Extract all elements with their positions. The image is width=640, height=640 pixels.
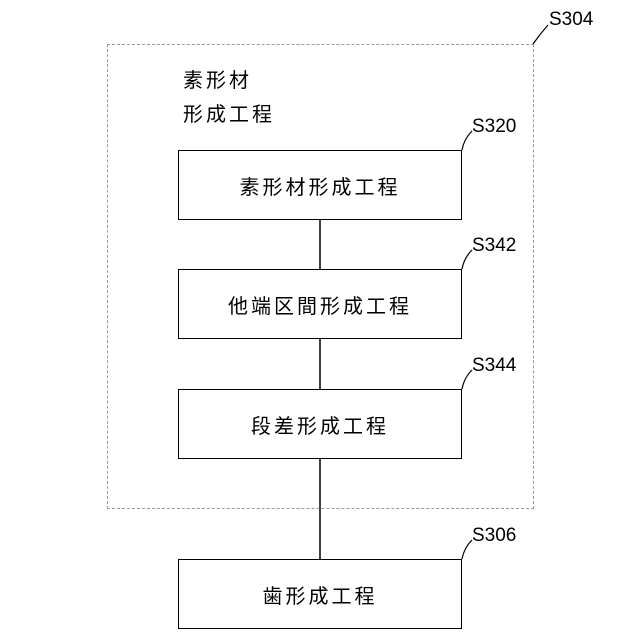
step-box-tooth-forming: 歯形成工程 [178,559,462,629]
step-ref-label: S342 [472,236,516,255]
step-box-step-forming: 段差形成工程 [178,389,462,459]
group-ref-label: S304 [549,10,593,29]
step-label: 素形材形成工程 [240,171,401,200]
step-ref-label: S306 [472,526,516,545]
step-label: 他端区間形成工程 [228,290,412,319]
step-label: 歯形成工程 [263,580,378,609]
step-box-other-end-section: 他端区間形成工程 [178,269,462,339]
step-ref-label: S320 [472,117,516,136]
leader-s304 [533,25,548,44]
group-title-line2: 形成工程 [183,104,275,124]
step-ref-label: S344 [472,356,516,375]
group-title-line1: 素形材 [183,70,252,90]
leader-s306 [462,540,472,559]
step-label: 段差形成工程 [251,410,389,439]
step-box-material-forming: 素形材形成工程 [178,150,462,220]
